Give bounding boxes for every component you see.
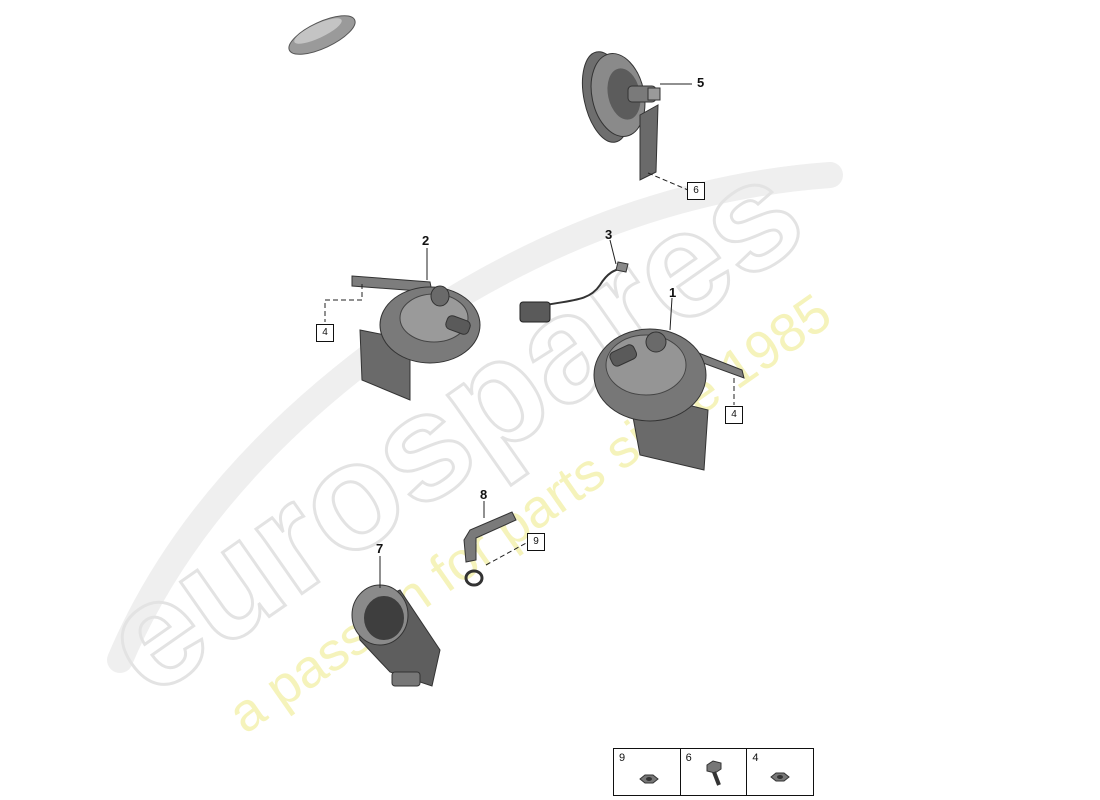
ref-box-4-right: 4 (725, 406, 743, 424)
wire-harness-3 (519, 261, 629, 323)
callout-2: 2 (422, 233, 430, 248)
legend-cell-9: 9 (614, 749, 681, 795)
callout-8: 8 (480, 487, 488, 502)
callout-1: 1 (669, 285, 677, 300)
ref-box-4-left: 4 (316, 324, 334, 342)
ref-box-6: 6 (687, 182, 705, 200)
bracket-8 (463, 511, 517, 587)
bolt-icon (706, 760, 722, 786)
horn-5 (581, 51, 661, 181)
nut-icon (639, 774, 659, 784)
horn-2 (351, 275, 481, 401)
ref-box-9: 9 (527, 533, 545, 551)
leader-lines (324, 83, 735, 588)
legend-cell-4: 4 (747, 749, 813, 795)
horn-1 (593, 328, 745, 471)
legend-number: 9 (619, 752, 626, 764)
hardware-legend: 9 6 4 (613, 748, 814, 796)
nut-icon (770, 772, 791, 782)
bracket-7 (351, 584, 441, 687)
cap-part (288, 15, 356, 55)
legend-number: 6 (685, 752, 692, 764)
callout-3: 3 (605, 227, 613, 242)
legend-number: 4 (752, 752, 759, 764)
legend-cell-6: 6 (681, 749, 748, 795)
callout-5: 5 (697, 75, 705, 90)
callout-7: 7 (376, 541, 384, 556)
